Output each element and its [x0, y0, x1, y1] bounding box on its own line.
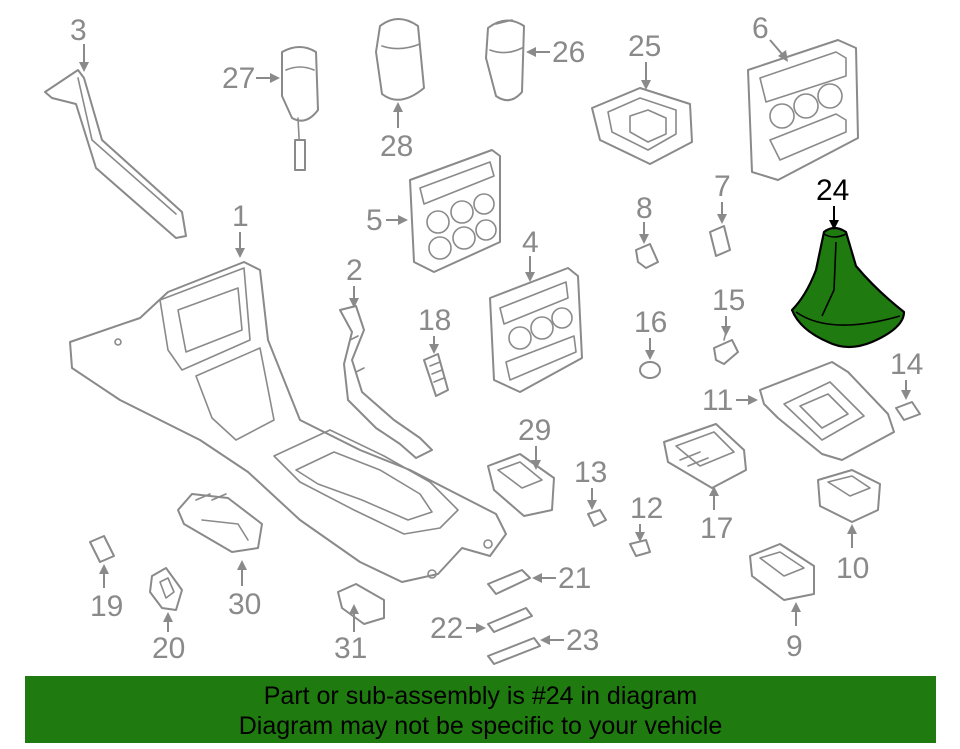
callout-16: 16	[634, 306, 667, 360]
banner-line-2: Diagram may not be specific to your vehi…	[238, 712, 723, 740]
svg-text:17: 17	[700, 512, 733, 545]
svg-text:5: 5	[366, 204, 383, 237]
svg-text:9: 9	[786, 630, 803, 663]
callout-19: 19	[90, 564, 123, 623]
callout-25: 25	[628, 30, 661, 90]
part-18-switch[interactable]	[423, 353, 449, 397]
callout-1: 1	[232, 200, 249, 258]
part-1-center-console[interactable]	[69, 261, 507, 583]
callout-21: 21	[532, 562, 591, 595]
part-9-cup[interactable]	[749, 543, 815, 601]
callout-5: 5	[366, 204, 408, 237]
svg-text:27: 27	[222, 62, 255, 95]
part-15-fastener[interactable]	[713, 331, 739, 365]
svg-text:23: 23	[566, 624, 599, 657]
part-23-strip[interactable]	[487, 637, 541, 665]
svg-text:14: 14	[890, 348, 923, 381]
svg-text:25: 25	[628, 30, 661, 63]
svg-text:3: 3	[70, 14, 87, 47]
parts-diagram: 3 27 28 26 25 6 24 7 8 5 1 4	[44, 12, 923, 665]
callout-10: 10	[836, 524, 869, 585]
svg-text:22: 22	[430, 612, 463, 645]
part-12-clip[interactable]	[629, 539, 651, 557]
svg-text:18: 18	[418, 304, 451, 337]
svg-text:21: 21	[558, 562, 591, 595]
part-19-clip[interactable]	[89, 535, 115, 563]
callout-14: 14	[890, 348, 923, 400]
part-22-strip[interactable]	[487, 607, 533, 633]
callout-30: 30	[228, 560, 261, 621]
callout-11: 11	[702, 384, 758, 417]
callout-18: 18	[418, 304, 451, 354]
part-6-bezel[interactable]	[747, 39, 859, 181]
banner-line-1: Part or sub-assembly is #24 in diagram	[263, 682, 698, 710]
svg-text:28: 28	[380, 130, 413, 163]
part-29-storage-bin[interactable]	[487, 453, 555, 517]
part-13-clip[interactable]	[587, 509, 607, 527]
svg-text:10: 10	[836, 552, 869, 585]
svg-text:20: 20	[152, 632, 185, 665]
svg-text:24: 24	[816, 174, 849, 207]
svg-text:4: 4	[522, 226, 539, 259]
part-24-shift-boot[interactable]	[790, 226, 906, 349]
callout-20: 20	[152, 612, 185, 665]
part-27-shift-knob[interactable]	[281, 46, 319, 171]
svg-text:31: 31	[334, 632, 367, 665]
callout-26: 26	[526, 36, 585, 69]
svg-text:12: 12	[630, 492, 663, 525]
callout-8: 8	[636, 192, 653, 244]
callout-6: 6	[752, 12, 788, 62]
part-4-bezel[interactable]	[489, 267, 583, 393]
svg-text:6: 6	[752, 12, 769, 45]
callout-28: 28	[380, 102, 413, 163]
callout-22: 22	[430, 612, 486, 645]
svg-text:13: 13	[574, 456, 607, 489]
part-8-clip[interactable]	[635, 243, 659, 269]
callout-29: 29	[518, 414, 551, 470]
callout-31: 31	[334, 604, 367, 665]
part-11-shifter-surround[interactable]	[759, 361, 895, 461]
part-25-tray[interactable]	[591, 87, 693, 165]
callout-7: 7	[714, 170, 731, 224]
svg-text:1: 1	[232, 200, 249, 233]
callout-13: 13	[574, 456, 607, 510]
part-10-cup[interactable]	[817, 469, 881, 523]
svg-text:26: 26	[552, 36, 585, 69]
svg-text:8: 8	[636, 192, 653, 225]
part-2-bracket[interactable]	[339, 305, 433, 459]
part-30-bracket[interactable]	[177, 493, 263, 553]
part-20-bezel-ring[interactable]	[149, 567, 183, 611]
callout-27: 27	[222, 62, 280, 95]
callout-4: 4	[522, 226, 539, 282]
part-31-cover[interactable]	[337, 583, 385, 625]
svg-text:2: 2	[346, 254, 363, 287]
svg-text:19: 19	[90, 590, 123, 623]
svg-text:29: 29	[518, 414, 551, 447]
part-5-bezel[interactable]	[409, 149, 501, 273]
callout-17: 17	[700, 486, 733, 545]
part-3-trim-strip[interactable]	[44, 69, 187, 239]
svg-text:15: 15	[712, 284, 745, 317]
part-17-shift-indicator[interactable]	[663, 423, 747, 489]
callout-9: 9	[786, 602, 803, 663]
info-banner: Part or sub-assembly is #24 in diagram D…	[25, 676, 936, 743]
part-14-button[interactable]	[895, 401, 921, 421]
svg-text:16: 16	[634, 306, 667, 339]
callout-2: 2	[346, 254, 363, 308]
svg-text:30: 30	[228, 588, 261, 621]
part-21-strip[interactable]	[487, 569, 531, 595]
callout-12: 12	[630, 492, 663, 542]
svg-text:11: 11	[702, 384, 733, 417]
part-16-plug[interactable]	[639, 361, 661, 379]
svg-text:7: 7	[714, 170, 731, 203]
part-7-clip[interactable]	[709, 225, 731, 257]
part-28-shift-knob[interactable]	[375, 18, 425, 101]
callout-23: 23	[540, 624, 599, 657]
callout-24: 24	[816, 174, 849, 230]
callout-3: 3	[70, 14, 89, 72]
part-26-shift-knob[interactable]	[485, 19, 525, 102]
callout-15: 15	[712, 284, 745, 336]
